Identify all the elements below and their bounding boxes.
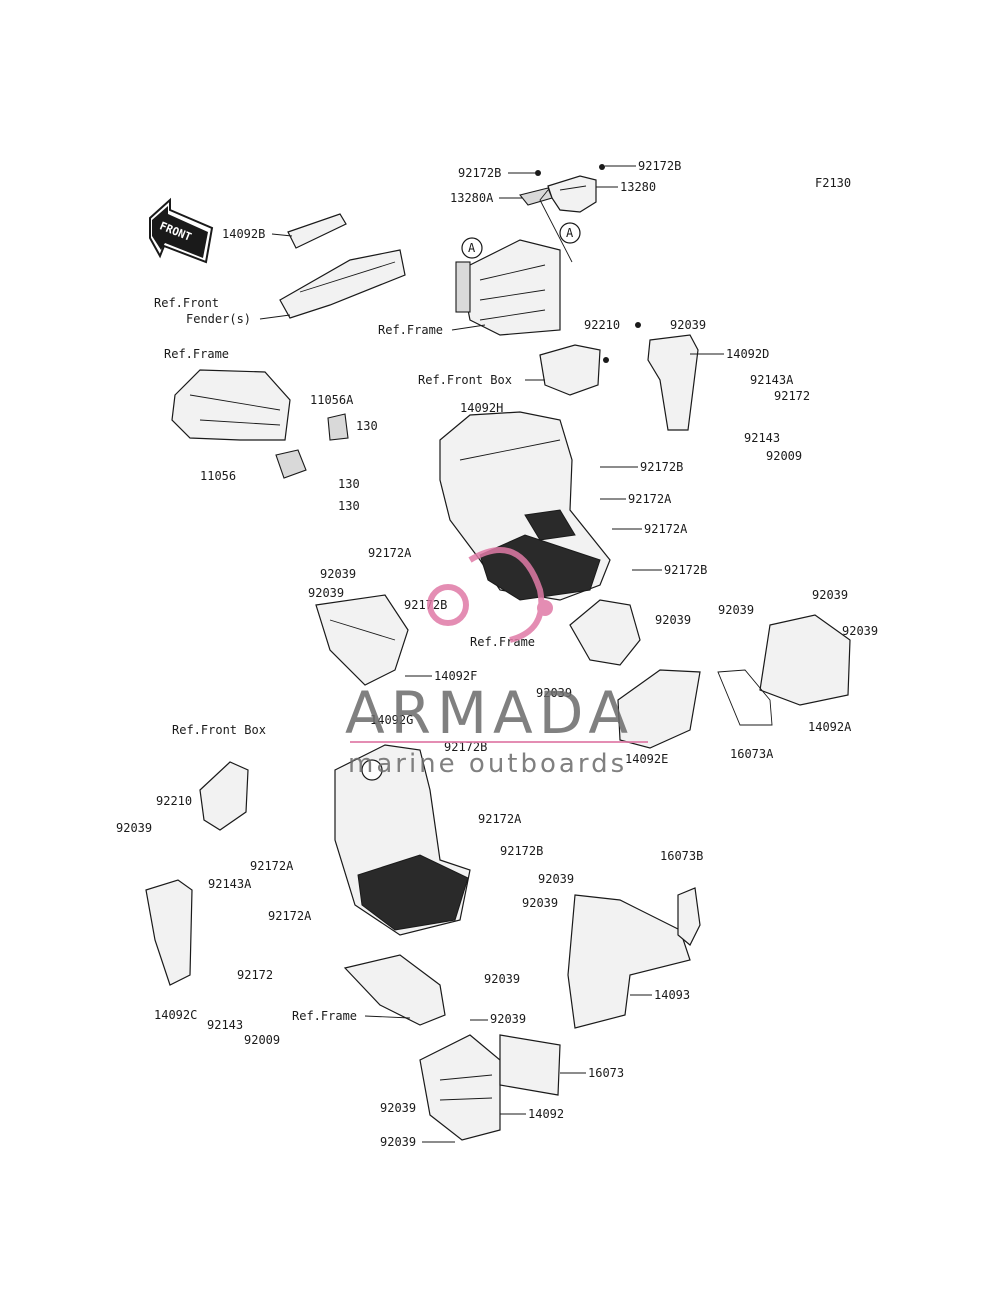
front-box-14092d <box>539 322 699 431</box>
part-label: 130 <box>356 419 378 433</box>
part-label: 92143A <box>750 373 794 387</box>
part-label: 92172 <box>774 389 810 403</box>
diagram-code: F2130 <box>815 176 851 190</box>
part-label: 92172A <box>250 859 294 873</box>
svg-text:A: A <box>468 241 476 255</box>
part-label: 16073B <box>660 849 703 863</box>
part-label: 130 <box>338 499 360 513</box>
floor-panel-14092g <box>334 744 471 936</box>
part-label: 14092E <box>625 752 668 766</box>
front-arrow-icon: FRONT <box>149 197 214 264</box>
part-label: 16073A <box>730 747 774 761</box>
part-label: 92143 <box>207 1018 243 1032</box>
part-label: 130 <box>338 477 360 491</box>
part-label: 14092H <box>460 401 503 415</box>
part-label: 92172A <box>368 546 412 560</box>
panel-14092 <box>419 1034 501 1141</box>
part-label: 92172B <box>640 460 683 474</box>
part-label: 92210 <box>584 318 620 332</box>
part-label: 92039 <box>308 586 344 600</box>
part-label: 92172B <box>500 844 543 858</box>
part-label: 92143 <box>744 431 780 445</box>
part-label: 14092 <box>528 1107 564 1121</box>
part-label: 92039 <box>538 872 574 886</box>
part-label: 14092D <box>726 347 769 361</box>
part-label: 14092B <box>222 227 265 241</box>
part-label: 92172B <box>458 166 501 180</box>
svg-text:A: A <box>566 226 574 240</box>
panel-14092a <box>717 614 851 726</box>
floor-panel-14092h <box>439 411 611 601</box>
part-label: 16073 <box>588 1066 624 1080</box>
part-label: 92039 <box>116 821 152 835</box>
leader-lines <box>259 165 724 1143</box>
frame-center <box>569 599 641 666</box>
cover-14092b <box>279 213 406 319</box>
part-label: 92172B <box>404 598 447 612</box>
part-labels: 92172B 92172B 13280A 13280 14092B Ref.Fr… <box>116 159 878 1149</box>
part-label: 92039 <box>670 318 706 332</box>
part-label: 92172B <box>638 159 681 173</box>
part-label: 14092A <box>808 720 852 734</box>
part-label: 14092G <box>370 713 413 727</box>
part-label: 92039 <box>842 624 878 638</box>
front-box-lower <box>199 761 249 831</box>
part-label: 92039 <box>536 686 572 700</box>
part-label: 92172A <box>478 812 522 826</box>
part-label: Ref.Front Box <box>418 373 512 387</box>
panel-14092c <box>145 879 193 986</box>
part-label: 92039 <box>812 588 848 602</box>
part-label: 92172 <box>237 968 273 982</box>
frame-lower <box>343 954 446 1026</box>
watermark-brand: ARMADA <box>345 679 634 747</box>
part-label: 14093 <box>654 988 690 1002</box>
part-label: 92143A <box>208 877 252 891</box>
part-label: 92039 <box>380 1135 416 1149</box>
callout-a-2: A <box>559 222 581 244</box>
part-label: 92039 <box>522 896 558 910</box>
part-label: Ref.Front Box <box>172 723 266 737</box>
part-label: 14092C <box>154 1008 197 1022</box>
part-label: Fender(s) <box>186 312 251 326</box>
panel-16073 <box>499 1034 561 1096</box>
part-label: 13280 <box>620 180 656 194</box>
part-label: 92039 <box>380 1101 416 1115</box>
part-label: Ref.Front <box>154 296 219 310</box>
bracket-13280 <box>519 164 605 213</box>
part-label: Ref.Frame <box>164 347 229 361</box>
watermark: ARMADA marine outboards <box>345 547 648 779</box>
panel-14093 <box>567 894 691 1029</box>
part-label: 92172A <box>268 909 312 923</box>
panel-14092f <box>315 594 409 686</box>
callout-a-1: A <box>461 237 483 259</box>
frame-left <box>171 369 349 479</box>
part-label: 92172A <box>644 522 688 536</box>
part-label: 92009 <box>766 449 802 463</box>
part-label: 92039 <box>484 972 520 986</box>
panel-16073b <box>677 887 701 946</box>
part-label: Ref.Frame <box>378 323 443 337</box>
part-label: 92039 <box>718 603 754 617</box>
part-label: 92009 <box>244 1033 280 1047</box>
panel-14092e <box>617 669 701 749</box>
part-label: Ref.Frame <box>292 1009 357 1023</box>
part-label: 92210 <box>156 794 192 808</box>
part-label: 92039 <box>320 567 356 581</box>
part-label: 92172A <box>628 492 672 506</box>
watermark-tagline: marine outboards <box>348 749 627 779</box>
watermark-logo-icon <box>427 547 553 643</box>
part-label: 11056 <box>200 469 236 483</box>
part-label: 13280A <box>450 191 494 205</box>
frame-upper <box>455 239 561 336</box>
part-label: 14092F <box>434 669 477 683</box>
part-label: 92172B <box>664 563 707 577</box>
part-label: 92039 <box>655 613 691 627</box>
part-label: 11056A <box>310 393 354 407</box>
part-label: 92039 <box>490 1012 526 1026</box>
part-label: 92172B <box>444 740 487 754</box>
